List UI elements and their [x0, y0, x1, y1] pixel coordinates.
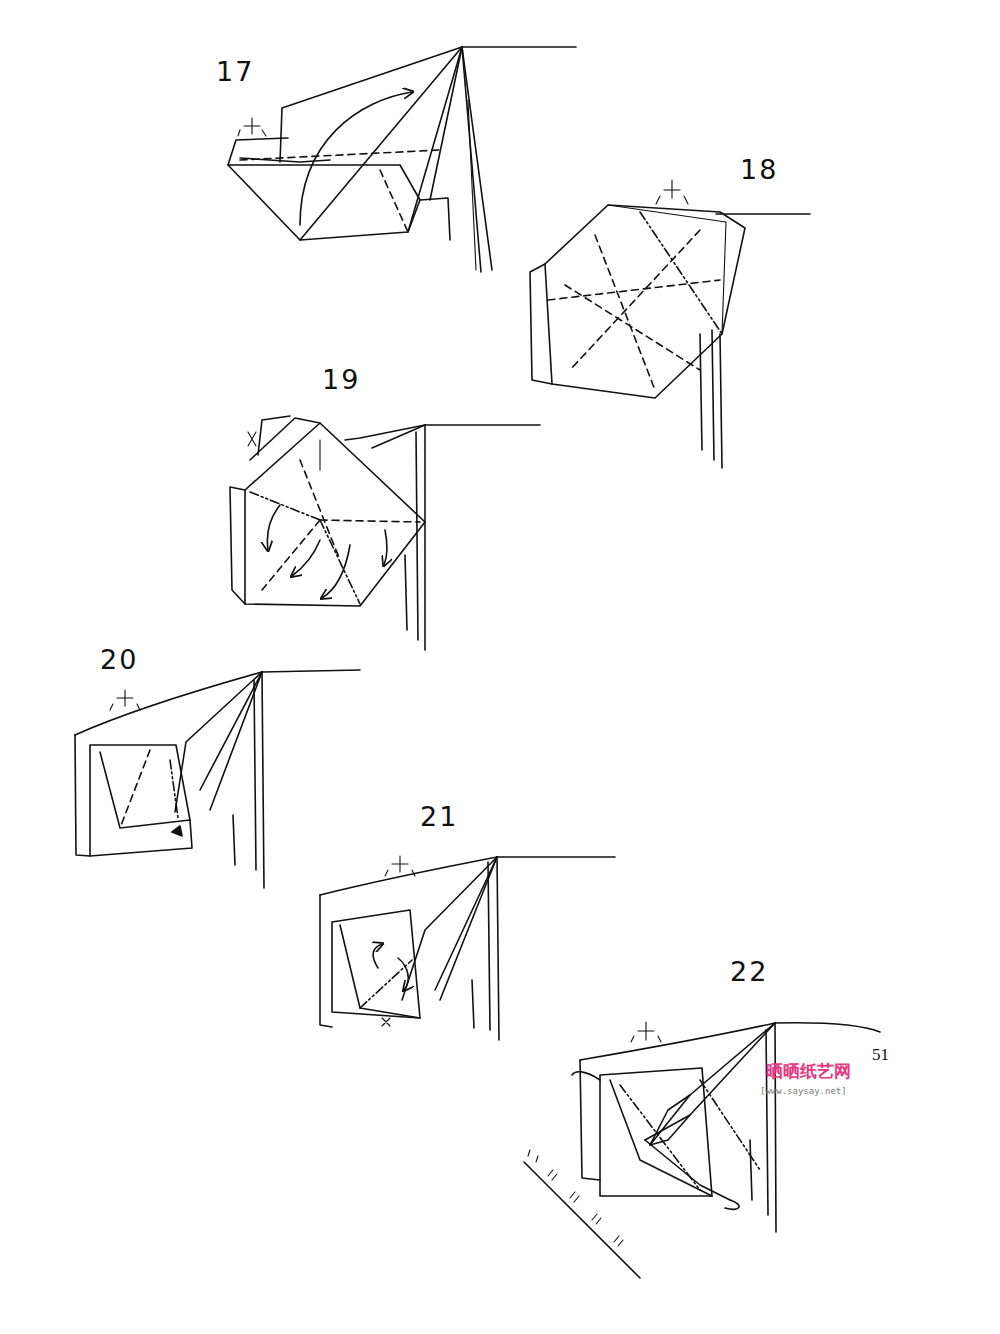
step-18-figure: [530, 180, 810, 468]
page-number: 51: [872, 1046, 889, 1063]
step-number: 22: [730, 958, 768, 985]
step-number: 17: [216, 58, 254, 85]
step-19-figure: [230, 416, 540, 650]
step-number: 21: [420, 803, 458, 830]
watermark-url: [www.saysay.net]: [760, 1087, 847, 1096]
watermark: 晒晒纸艺网: [766, 1063, 851, 1080]
step-20-figure: [75, 670, 360, 888]
step-number: 20: [100, 646, 138, 673]
step-21-figure: [320, 856, 615, 1040]
step-number: 18: [740, 156, 778, 183]
step-22-figure: [524, 1022, 880, 1278]
step-number: 19: [322, 366, 360, 393]
step-17-figure: [228, 47, 576, 272]
